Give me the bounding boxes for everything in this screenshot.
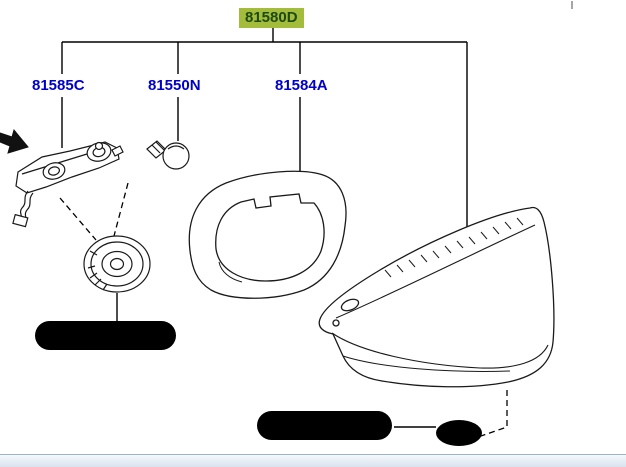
part-number-81584A[interactable]: 81584A [275,77,328,94]
gasket-drawing [188,170,347,299]
lamp-edge-hatching [384,217,524,278]
redacted-label-blob-1 [35,321,176,350]
redacted-label-blob-3 [436,420,482,446]
socket-cover-drawing [83,235,151,293]
tail-lamp-assembly-drawing [318,206,555,388]
bulb-drawing [146,140,190,170]
socket-assembly-drawing [12,141,124,228]
dashed-alignment-lines [59,182,508,437]
direction-arrow-icon [0,128,29,154]
window-bottom-edge [0,454,626,467]
part-number-81585C[interactable]: 81585C [32,77,85,94]
assembly-part-number-81580D[interactable]: 81580D [239,8,304,28]
part-number-81550N[interactable]: 81550N [148,77,201,94]
callout-bracket-lines [61,28,468,428]
redacted-label-blob-2 [257,411,392,440]
